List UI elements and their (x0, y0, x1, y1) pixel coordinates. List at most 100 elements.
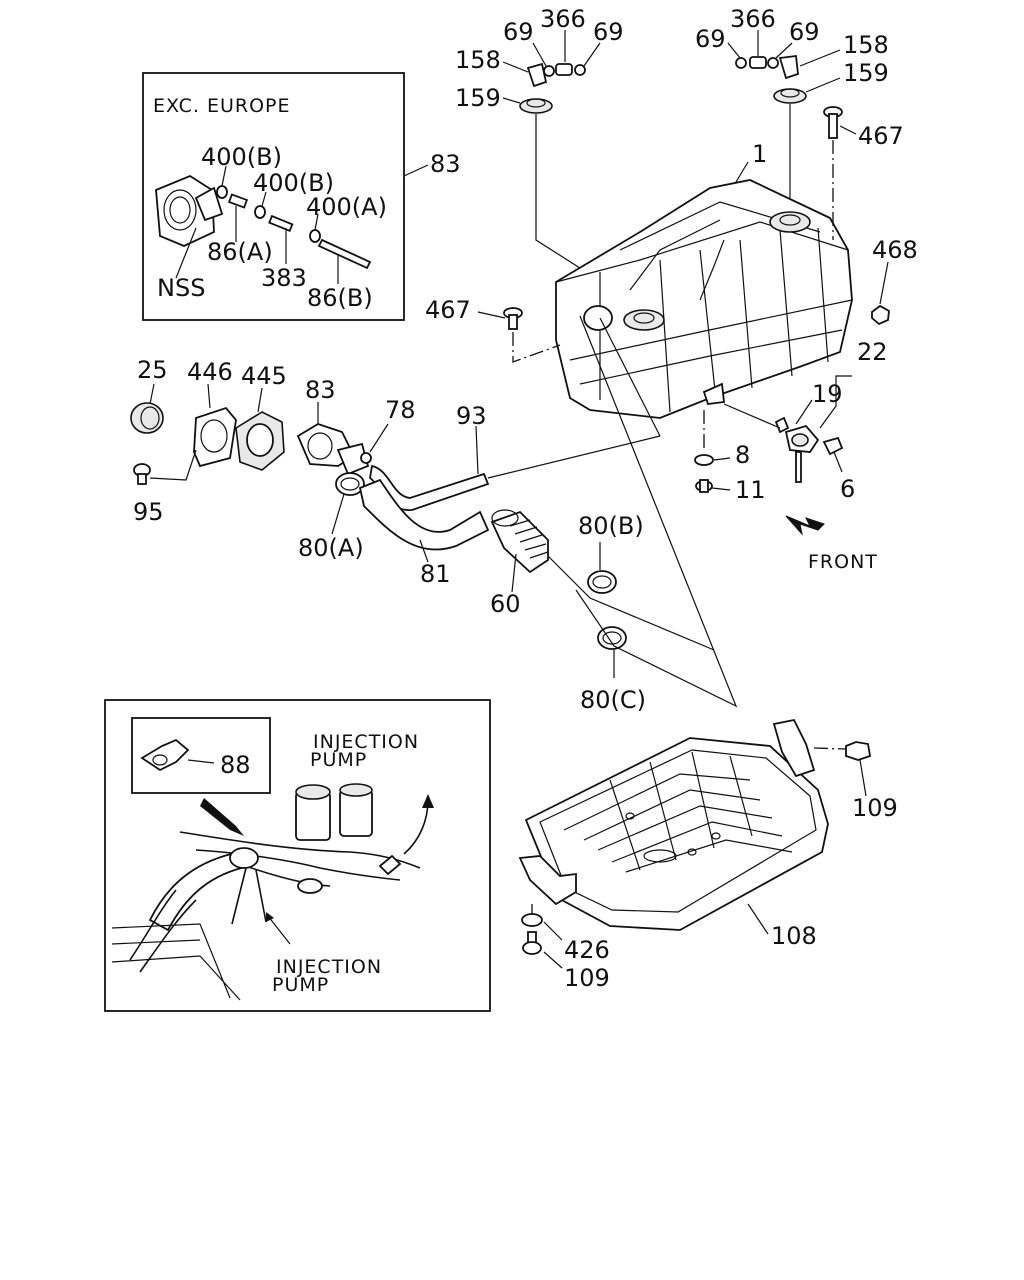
grommet-159-right-part (773, 88, 807, 104)
injection-pump-top-line2: PUMP (310, 749, 367, 771)
label-81: 81 (420, 560, 451, 588)
fuel-sender-unit-part (774, 416, 820, 483)
inset-exc-europe-frame (142, 72, 405, 321)
label-445: 445 (241, 362, 287, 390)
vent-fittings-left: 69 366 69 158 159 (455, 5, 624, 114)
hose-clamp-80c-part (597, 626, 627, 650)
vent-fittings-right: 69 366 69 158 159 (695, 5, 889, 104)
injection-pump-bottom-line1: INJECTION (276, 956, 382, 978)
label-86a: 86(A) (207, 238, 273, 266)
label-69-left-2: 69 (593, 18, 624, 46)
label-60: 60 (490, 590, 521, 618)
label-109-top: 109 (852, 794, 898, 822)
nut-468-part (871, 304, 890, 326)
label-109-bottom: 109 (564, 964, 610, 992)
label-108: 108 (771, 922, 817, 950)
injection-pump-top-line1: INJECTION (313, 731, 419, 753)
label-1: 1 (752, 140, 767, 168)
label-95: 95 (133, 498, 164, 526)
label-69-left-1: 69 (503, 18, 534, 46)
fuel-tank-1-part (555, 179, 853, 419)
hose-366-right-part (749, 56, 767, 69)
label-78: 78 (385, 396, 416, 424)
label-80c: 80(C) (580, 686, 646, 714)
label-25: 25 (137, 356, 168, 384)
filler-housing-83-part (296, 423, 370, 476)
bolt-109-top-part (845, 741, 872, 761)
label-158-right: 158 (843, 31, 889, 59)
label-11: 11 (735, 476, 766, 504)
label-400b-2: 400(B) (253, 169, 334, 197)
label-467-top: 467 (858, 122, 904, 150)
washer-8-part (694, 454, 714, 466)
screw-95-part (133, 463, 151, 485)
label-93: 93 (456, 402, 487, 430)
inset-clip-88-frame (131, 717, 271, 794)
inset-injection-pump: 88 INJECTION PUMP INJECTION PUMP (104, 699, 491, 1012)
label-88: 88 (220, 751, 251, 779)
label-426: 426 (564, 936, 610, 964)
label-468: 468 (872, 236, 918, 264)
hose-366-left-part (555, 63, 573, 76)
fuel-cap-25-part (130, 402, 164, 434)
label-80a: 80(A) (298, 534, 364, 562)
clip-78-part (360, 452, 372, 464)
tank-protector-108-part (518, 718, 829, 931)
label-383: 383 (261, 264, 307, 292)
label-366-right: 366 (730, 5, 776, 33)
label-400b-1: 400(B) (201, 143, 282, 171)
clamp-400a-part (309, 229, 321, 243)
filler-neck-nss-part (155, 174, 224, 247)
label-159-left: 159 (455, 84, 501, 112)
label-83-inset: 83 (430, 150, 461, 178)
label-nss: NSS (157, 274, 205, 302)
label-86b: 86(B) (307, 284, 373, 312)
washer-426-part (521, 913, 543, 927)
label-366-left: 366 (540, 5, 586, 33)
inset-injection-pump-frame (104, 699, 491, 1012)
gasket-445-part (235, 411, 285, 471)
bolt-6-part (822, 436, 844, 456)
label-467-left: 467 (425, 296, 471, 324)
label-83: 83 (305, 376, 336, 404)
clip-69-right-1-part (735, 57, 747, 69)
bracket-446-part (193, 406, 237, 468)
clamp-400b-1-part (216, 185, 228, 199)
front-arrow-icon (785, 515, 825, 536)
label-69-right-1: 69 (695, 25, 726, 53)
label-22: 22 (857, 338, 888, 366)
front-label: FRONT (808, 551, 878, 573)
injection-pump-filter-part (295, 783, 373, 841)
bolt-467-top-part (823, 106, 843, 139)
clip-69-left-2-part (574, 64, 586, 76)
grommet-159-left-part (519, 98, 553, 114)
label-69-right-2: 69 (789, 18, 820, 46)
filler-bellows-60-part (490, 509, 549, 574)
hose-86a-part (227, 193, 249, 209)
label-80b: 80(B) (578, 512, 644, 540)
clamp-400b-2-part (254, 205, 266, 219)
label-19: 19 (812, 380, 843, 408)
bolt-11-part (695, 479, 713, 493)
label-446: 446 (187, 358, 233, 386)
hose-clamp-80b-part (587, 570, 617, 594)
hose-86b-part (317, 238, 372, 270)
hose-clamp-80a-part (335, 472, 365, 496)
elbow-158-right-part (778, 54, 799, 80)
label-8: 8 (735, 441, 750, 469)
inset-exc-europe: EXC. EUROPE 400(B) 400(B) 400(A) 86(A) 3… (142, 72, 461, 321)
injection-pump-bottom-line2: PUMP (272, 974, 329, 996)
pipe-383-part (268, 214, 294, 233)
hose-clip-88-part (140, 738, 190, 772)
bolt-109-bottom-part (522, 931, 542, 955)
label-158-left: 158 (455, 46, 501, 74)
bolt-467-left-part (503, 307, 523, 330)
elbow-158-left-part (526, 62, 548, 88)
label-6: 6 (840, 475, 855, 503)
clip-69-left-1-part (543, 65, 555, 77)
label-400a: 400(A) (306, 193, 387, 221)
label-159-right: 159 (843, 59, 889, 87)
filler-hose-81-part (358, 478, 490, 551)
inset-exc-europe-title: EXC. EUROPE (153, 95, 291, 117)
